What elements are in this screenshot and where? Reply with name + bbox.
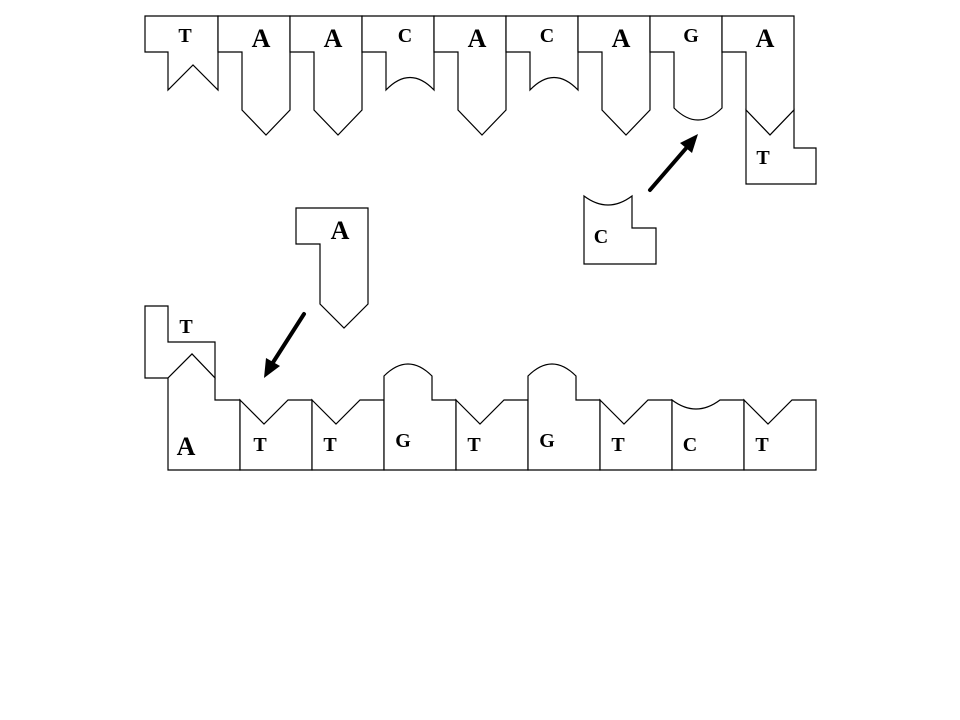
bottom-base-3-label: G: [395, 430, 411, 452]
bottom-strand: T A T T G T G: [144, 305, 817, 471]
top-strand: T A A C A C A: [144, 15, 817, 185]
top-base-1: A: [217, 15, 291, 136]
arrow-c-to-g: [648, 134, 698, 192]
arrow-c-to-g-line: [648, 144, 690, 192]
top-paired-base-0: T: [745, 108, 817, 185]
top-base-3-label: C: [398, 25, 412, 47]
free-nucleotide-c-label: C: [594, 226, 608, 248]
bottom-base-7-label: C: [683, 434, 697, 456]
bottom-base-8-label: T: [755, 434, 769, 456]
bottom-base-3-shape: [383, 363, 457, 471]
top-base-2-label: A: [324, 24, 343, 53]
bottom-base-1: T: [239, 398, 313, 471]
bottom-base-5-label: G: [539, 430, 555, 452]
bottom-base-4-label: T: [467, 434, 481, 456]
top-base-4: A: [433, 15, 507, 136]
bottom-base-6: T: [599, 398, 673, 471]
bottom-base-6-label: T: [611, 434, 625, 456]
bottom-base-7: C: [671, 398, 745, 471]
bottom-base-2-label: T: [323, 434, 337, 456]
arrow-a-to-t-line: [270, 312, 306, 366]
bottom-base-0-label: A: [177, 432, 196, 461]
bottom-base-8-shape: [743, 398, 817, 471]
top-base-8: A: [721, 15, 795, 136]
arrow-c-to-g-head: [680, 134, 698, 153]
bottom-base-5-shape: [527, 363, 601, 471]
top-base-6-label: A: [612, 24, 631, 53]
bottom-base-2: T: [311, 398, 385, 471]
top-base-8-label: A: [756, 24, 775, 53]
bottom-base-4: T: [455, 398, 529, 471]
bottom-base-3: G: [383, 363, 457, 471]
top-base-3: C: [361, 15, 435, 92]
bottom-base-8: T: [743, 398, 817, 471]
top-paired-base-0-label: T: [756, 147, 770, 169]
top-base-7-label: G: [683, 25, 699, 47]
free-nucleotide-a-label: A: [331, 216, 350, 245]
bottom-base-0: A: [167, 353, 241, 471]
top-base-6: A: [577, 15, 651, 136]
top-base-1-label: A: [252, 24, 271, 53]
bottom-base-1-shape: [239, 398, 313, 471]
bottom-base-1-label: T: [253, 434, 267, 456]
top-base-0-label: T: [178, 25, 192, 47]
top-base-5-shape: [505, 15, 579, 92]
top-base-3-shape: [361, 15, 435, 92]
bottom-base-0-shape: [167, 353, 241, 471]
arrow-a-to-t-head: [264, 358, 280, 378]
top-base-5: C: [505, 15, 579, 92]
top-base-7-shape: [649, 15, 723, 121]
top-base-5-label: C: [540, 25, 554, 47]
top-base-4-label: A: [468, 24, 487, 53]
bottom-paired-base-0-label: T: [179, 316, 193, 338]
free-nucleotide-a-shape: [295, 207, 369, 329]
free-nucleotide-a: A: [295, 207, 369, 329]
top-paired-base-0-shape: [745, 108, 817, 185]
top-base-0: T: [144, 15, 219, 92]
top-base-7: G: [649, 15, 723, 121]
top-base-2: A: [289, 15, 363, 136]
free-nucleotide-c: C: [583, 194, 657, 265]
free-nucleotide-c-shape: [583, 194, 657, 265]
arrow-a-to-t: [264, 312, 306, 378]
bottom-base-5: G: [527, 363, 601, 471]
